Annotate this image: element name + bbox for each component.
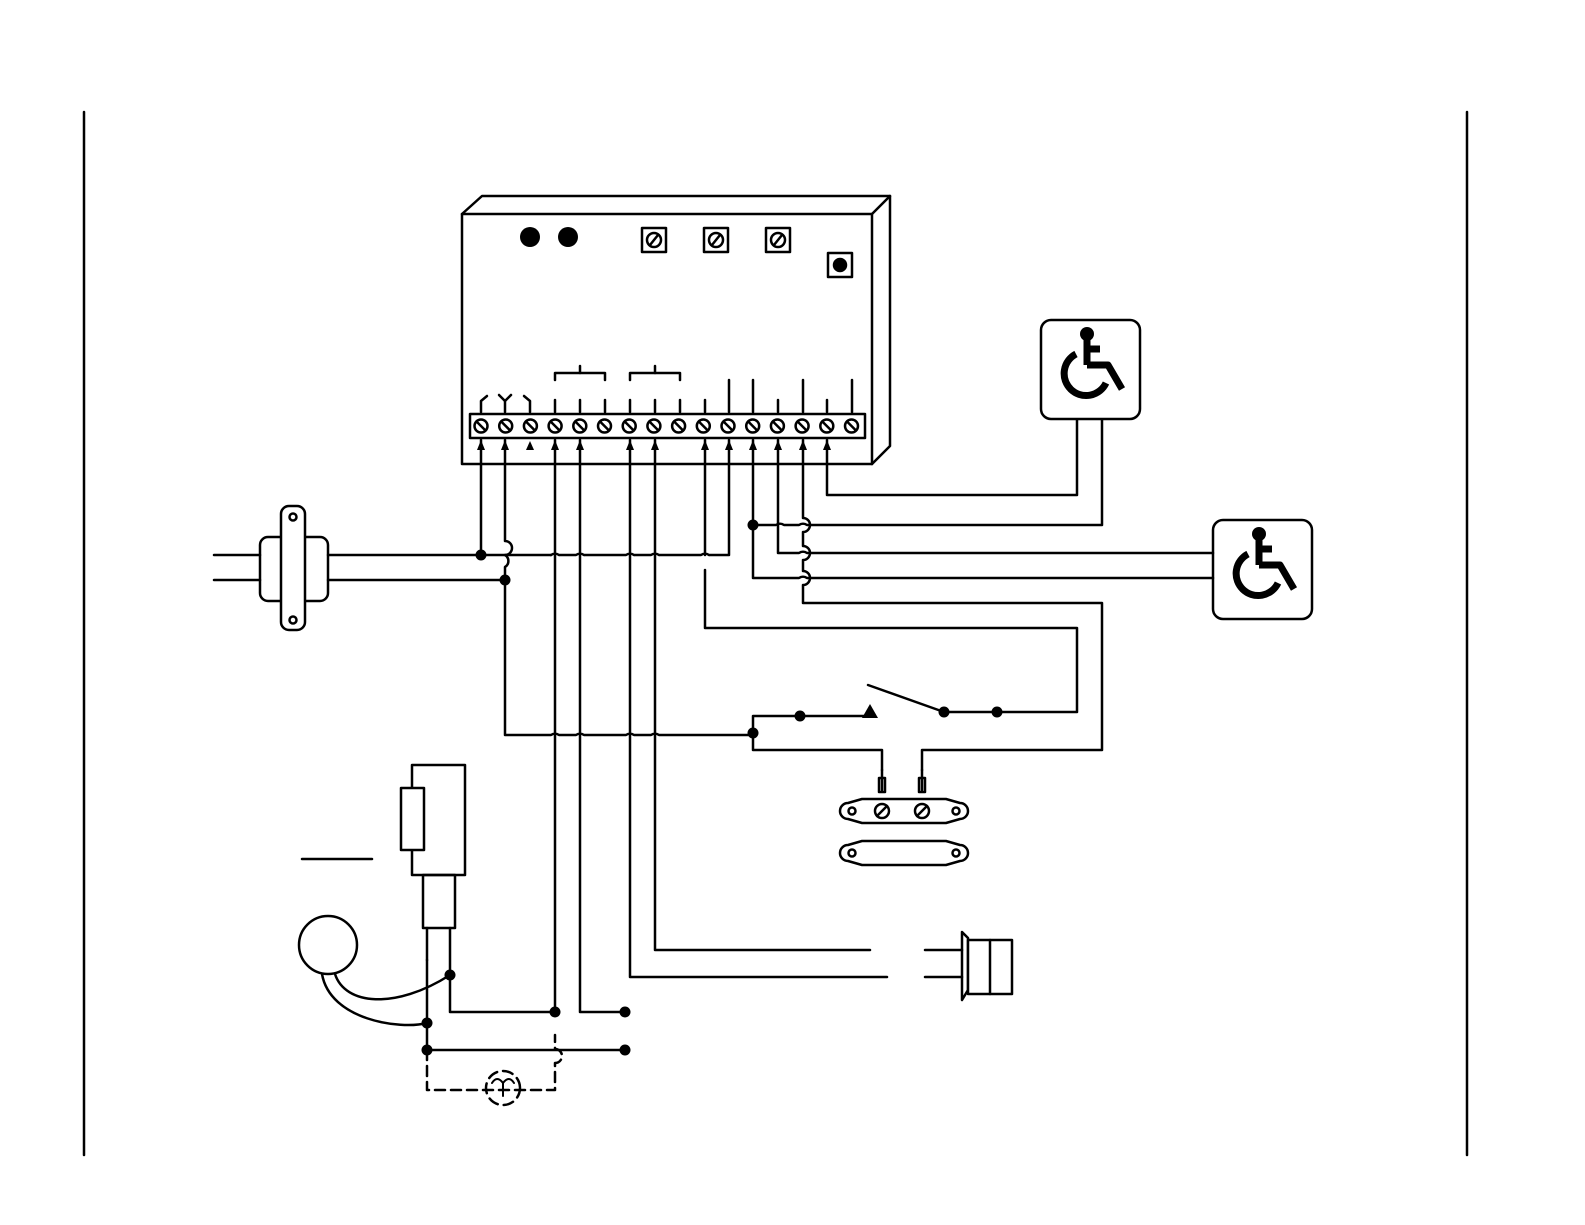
electric-strike-connector (925, 932, 1012, 1000)
indicator-led (558, 227, 578, 247)
motor-relay (302, 765, 465, 975)
optional-device (427, 1035, 562, 1105)
terminal-screw[interactable] (746, 420, 759, 433)
junction-dots (422, 520, 1003, 1056)
switch-arrow (862, 704, 878, 718)
magnetic-contact (840, 770, 968, 865)
wheelchair-icon (1064, 327, 1122, 396)
terminal-screw[interactable] (697, 420, 710, 433)
control-board (462, 196, 890, 464)
terminal-screw[interactable] (598, 420, 611, 433)
terminal-screw[interactable] (845, 420, 858, 433)
terminal-screw[interactable] (524, 420, 537, 433)
terminal-screw[interactable] (796, 420, 809, 433)
terminal-screw[interactable] (647, 420, 660, 433)
wiring (214, 420, 1213, 1050)
pushplate-upper[interactable] (1041, 320, 1140, 419)
terminal-screw[interactable] (820, 420, 833, 433)
terminal-screw[interactable] (623, 420, 636, 433)
optional-device-symbol (492, 1079, 514, 1096)
terminal-screw[interactable] (672, 420, 685, 433)
terminal-screw[interactable] (475, 420, 488, 433)
indicator-led (520, 227, 540, 247)
terminal-screw[interactable] (499, 420, 512, 433)
terminal-screw[interactable] (771, 420, 784, 433)
wheelchair-icon (1236, 527, 1294, 596)
terminal-screw[interactable] (573, 420, 586, 433)
pushplate-lower[interactable] (1213, 520, 1312, 619)
power-transformer (260, 506, 328, 630)
terminal-screw[interactable] (549, 420, 562, 433)
terminal-screw[interactable] (722, 420, 735, 433)
